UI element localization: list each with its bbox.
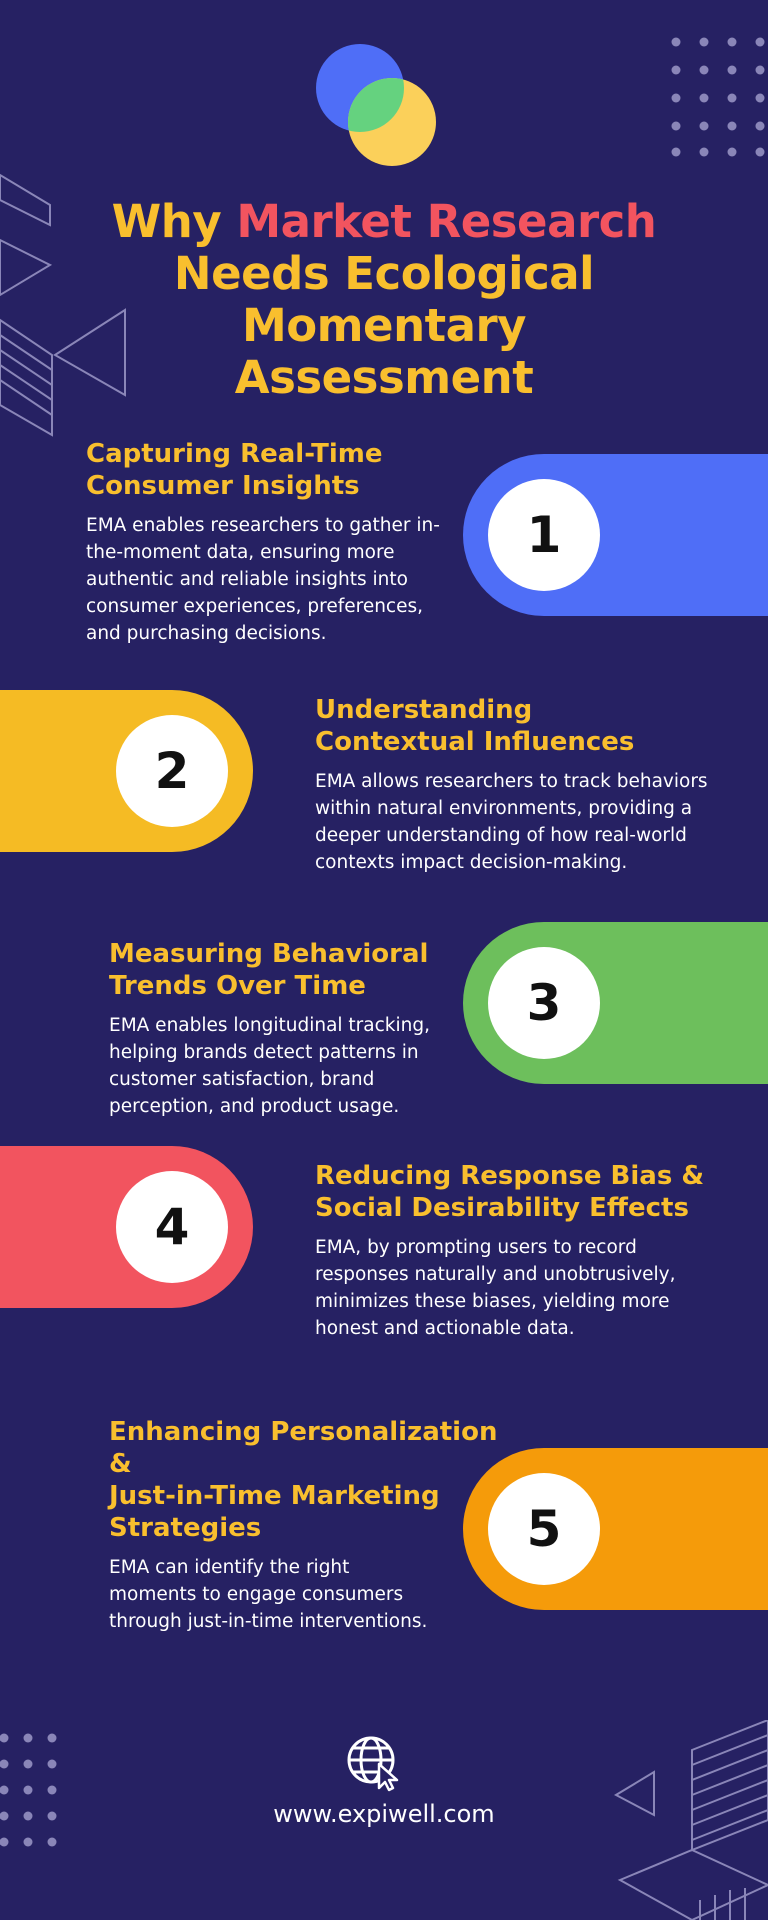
section-title: Reducing Response Bias & Social Desirabi…	[315, 1161, 705, 1223]
title-line: Needs Ecological	[173, 247, 595, 300]
number-badge: 2	[116, 715, 228, 827]
section-2-text: Understanding Contextual Influences EMA …	[315, 694, 755, 876]
section-body: EMA enables longitudinal tracking, helpi…	[109, 1015, 430, 1117]
section-title: Capturing Real-Time Consumer Insights	[86, 439, 383, 501]
section-4-text: Reducing Response Bias & Social Desirabi…	[315, 1160, 755, 1342]
title-line: Assessment	[234, 351, 534, 404]
section-title: Enhancing Personalization & Just-in-Time…	[109, 1417, 498, 1543]
title-part: Why	[111, 195, 237, 248]
title-highlight: Market Research	[236, 195, 657, 248]
number-badge: 4	[116, 1171, 228, 1283]
number-pill-4: 4	[0, 1146, 253, 1308]
section-body: EMA enables researchers to gather in- th…	[86, 515, 440, 644]
dot-grid-decoration	[671, 37, 765, 157]
number-pill-2: 2	[0, 690, 253, 852]
number-pill-3: 3	[463, 922, 768, 1084]
geometric-triangles-decoration	[613, 1720, 768, 1920]
section-1-text: Capturing Real-Time Consumer Insights EM…	[86, 438, 466, 647]
section-body: EMA, by prompting users to record respon…	[315, 1237, 676, 1339]
page-title: Why Market Research Needs Ecological Mom…	[0, 196, 768, 404]
number-pill-1: 1	[463, 454, 768, 616]
overlapping-circles-logo	[316, 44, 436, 166]
number-badge: 5	[488, 1473, 600, 1585]
dot-grid-decoration	[0, 1733, 57, 1847]
section-body: EMA allows researchers to track behavior…	[315, 771, 708, 873]
number-badge: 1	[488, 479, 600, 591]
section-3-text: Measuring Behavioral Trends Over Time EM…	[109, 938, 469, 1120]
section-title: Understanding Contextual Influences	[315, 695, 635, 757]
footer-website-link[interactable]: www.expiwell.com	[273, 1800, 495, 1828]
section-body: EMA can identify the right moments to en…	[109, 1557, 428, 1632]
section-5-text: Enhancing Personalization & Just-in-Time…	[109, 1416, 529, 1635]
globe-cursor-icon	[347, 1736, 399, 1792]
number-pill-5: 5	[463, 1448, 768, 1610]
geometric-triangles-decoration	[0, 173, 126, 437]
title-line: Momentary	[241, 299, 527, 352]
section-title: Measuring Behavioral Trends Over Time	[109, 939, 429, 1001]
number-badge: 3	[488, 947, 600, 1059]
